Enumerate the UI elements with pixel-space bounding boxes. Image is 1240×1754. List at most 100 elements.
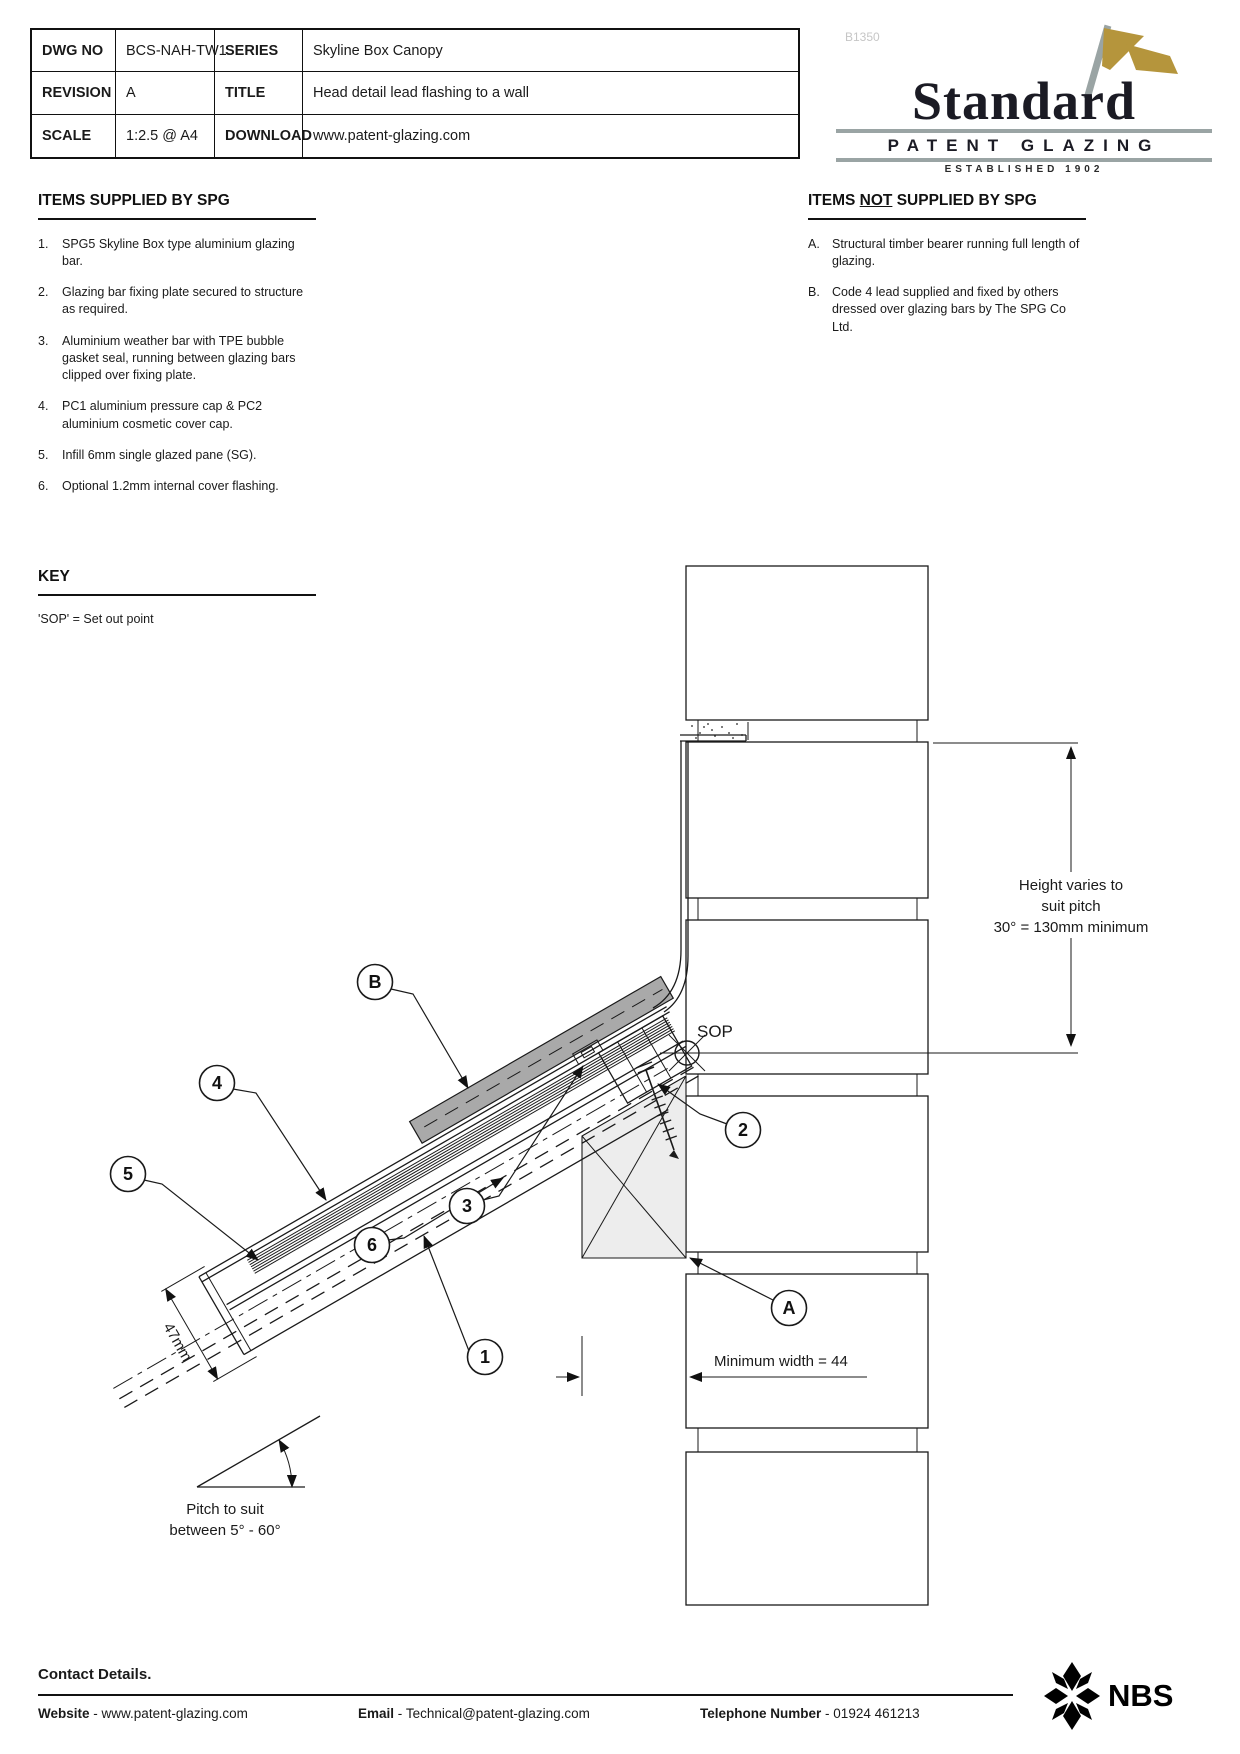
glazing-bar-hidden-edge xyxy=(119,1064,698,1400)
series-value: Skyline Box Canopy xyxy=(303,30,798,73)
title-label: TITLE xyxy=(215,72,303,115)
bar-depth-dimension: 47mm xyxy=(160,1266,257,1382)
glass-pane-line xyxy=(226,1040,684,1306)
footer-phone: Telephone Number - 01924 461213 xyxy=(700,1706,920,1721)
item-text: Glazing bar fixing plate secured to stru… xyxy=(62,285,304,317)
scale-label: SCALE xyxy=(32,114,116,157)
weather-bar-clip xyxy=(571,1039,604,1066)
list-item: 1. SPG5 Skyline Box type aluminium glazin… xyxy=(38,236,316,271)
phone-label: Telephone Number xyxy=(700,1706,822,1721)
callout-balloons: B 4 5 6 3 2 A 1 xyxy=(109,963,808,1376)
balloon-4: 4 xyxy=(198,1064,236,1102)
item-letter: A. xyxy=(808,236,820,251)
lead-upstand xyxy=(652,734,747,1013)
balloon-label: 1 xyxy=(480,1347,490,1367)
item-number: 1. xyxy=(38,236,49,251)
balloon-6: 6 xyxy=(353,1226,391,1264)
items-not-supplied-heading: ITEMS NOT SUPPLIED BY SPG xyxy=(808,192,1086,210)
pitch-label-line1: Pitch to suit xyxy=(186,1501,264,1518)
heading-not: NOT xyxy=(859,192,893,209)
key-section: KEY 'SOP' = Set out point xyxy=(38,568,316,626)
website-label: Website xyxy=(38,1706,90,1721)
balloon-label: 3 xyxy=(462,1196,472,1216)
height-dimension: Height varies to suit pitch 30° = 130mm … xyxy=(933,742,1168,1047)
contact-details-heading: Contact Details. xyxy=(38,1666,152,1683)
sop-label: SOP xyxy=(697,1022,733,1041)
dwg-no-label: DWG NO xyxy=(32,30,116,73)
list-item: 3.Aluminium weather bar with TPE bubble … xyxy=(38,333,316,385)
flag-icon xyxy=(1083,24,1178,100)
list-item: 2. Glazing bar fixing plate secured to st… xyxy=(38,284,316,319)
revision-value: A xyxy=(116,72,215,115)
balloon-1: 1 xyxy=(466,1338,504,1376)
height-dim-line2: suit pitch xyxy=(1041,898,1100,915)
pitch-label-line2: between 5° - 60° xyxy=(169,1522,280,1539)
logo-rule-top xyxy=(836,129,1212,133)
height-dim-line3: 30° = 130mm minimum xyxy=(994,919,1149,936)
items-not-supplied-section: ITEMS NOT SUPPLIED BY SPG A. Structural t… xyxy=(808,192,1086,350)
mortar-stipple xyxy=(691,723,743,739)
title-value: Head detail lead flashing to a wall xyxy=(303,72,798,115)
logo-subtitle: PATENT GLAZING xyxy=(887,136,1161,155)
height-dim-line1: Height varies to xyxy=(1019,877,1123,894)
item-text: SPG5 Skyline Box type aluminium glazing … xyxy=(62,236,295,268)
footer-rule xyxy=(38,1694,1013,1696)
item-text: Structural timber bearer running full le… xyxy=(832,236,1080,268)
key-rule xyxy=(38,594,316,596)
separator: - xyxy=(93,1706,98,1721)
list-item: B.Code 4 lead supplied and fixed by othe… xyxy=(808,284,1086,336)
logo-wordmark: Standard xyxy=(911,71,1137,131)
item-number: 4. xyxy=(38,399,49,414)
balloon-5: 5 xyxy=(109,1155,147,1193)
balloon-label: 4 xyxy=(212,1073,222,1093)
heading-post: SUPPLIED BY SPG xyxy=(892,192,1037,209)
gasket-ribs xyxy=(246,1017,676,1274)
series-label: SERIES xyxy=(215,30,303,73)
min-width-label: Minimum width = 44 xyxy=(714,1353,848,1370)
list-item: 4. PC1 aluminium pressure cap & PC2 alumi… xyxy=(38,398,316,433)
balloon-2: 2 xyxy=(724,1111,762,1149)
sheet-code-watermark: B1350 xyxy=(845,30,880,44)
wall-bricks xyxy=(685,565,929,1606)
fixing-screw xyxy=(635,1061,679,1159)
dwg-no-value: BCS-NAH-TW1 xyxy=(116,30,227,73)
item-text: PC1 aluminium pressure cap & PC2 alumini… xyxy=(62,399,263,431)
scale-value: 1:2.5 @ A4 xyxy=(116,114,215,157)
heading-pre: ITEMS xyxy=(808,192,860,209)
key-entry: 'SOP' = Set out point xyxy=(38,611,154,626)
min-width-dimension: Minimum width = 44 xyxy=(556,1336,867,1396)
item-number: 2. xyxy=(38,285,49,299)
separator: - xyxy=(397,1706,403,1721)
phone-value: 01924 461213 xyxy=(833,1706,920,1721)
balloon-label: 6 xyxy=(367,1235,377,1255)
sop-marker: SOP xyxy=(660,1022,1078,1072)
balloon-label: 2 xyxy=(738,1120,748,1140)
item-number: 3. xyxy=(38,333,49,348)
balloon-label: 5 xyxy=(123,1164,133,1184)
timber-bearer xyxy=(581,1075,687,1259)
download-label: DOWNLOAD xyxy=(215,114,312,157)
item-letter: B. xyxy=(808,285,820,299)
items-supplied-heading: ITEMS SUPPLIED BY SPG xyxy=(38,192,230,209)
company-logo: Standard PATENT GLAZING ESTABLISHED 1902 xyxy=(828,24,1220,175)
website-value[interactable]: www.patent-glazing.com xyxy=(101,1706,248,1721)
balloon-3: 3 xyxy=(448,1187,486,1225)
item-number: 5. xyxy=(38,447,49,462)
bar-depth-label: 47mm xyxy=(160,1320,196,1365)
email-label: Email xyxy=(358,1706,395,1721)
download-value[interactable]: www.patent-glazing.com xyxy=(313,127,471,144)
balloon-label: B xyxy=(369,972,382,992)
logo-established: ESTABLISHED 1902 xyxy=(944,164,1104,175)
footer-website: Website - www.patent-glazing.com xyxy=(38,1706,248,1721)
item-text: Infill 6mm single glazed pane (SG). xyxy=(62,447,257,462)
email-value[interactable]: Technical@patent-glazing.com xyxy=(405,1706,590,1721)
balloon-label: A xyxy=(783,1298,796,1318)
items-not-supplied-rule xyxy=(808,218,1086,220)
nbs-logo-icon xyxy=(1044,1662,1100,1730)
logo-rule-bottom xyxy=(836,158,1212,162)
footer-email: Email - Technical@patent-glazing.com xyxy=(358,1706,590,1721)
items-supplied-section: ITEMS SUPPLIED BY SPG 1. SPG5 Skyline Box… xyxy=(38,192,316,509)
key-heading: KEY xyxy=(38,568,70,585)
pressure-cap-top xyxy=(198,1006,667,1278)
